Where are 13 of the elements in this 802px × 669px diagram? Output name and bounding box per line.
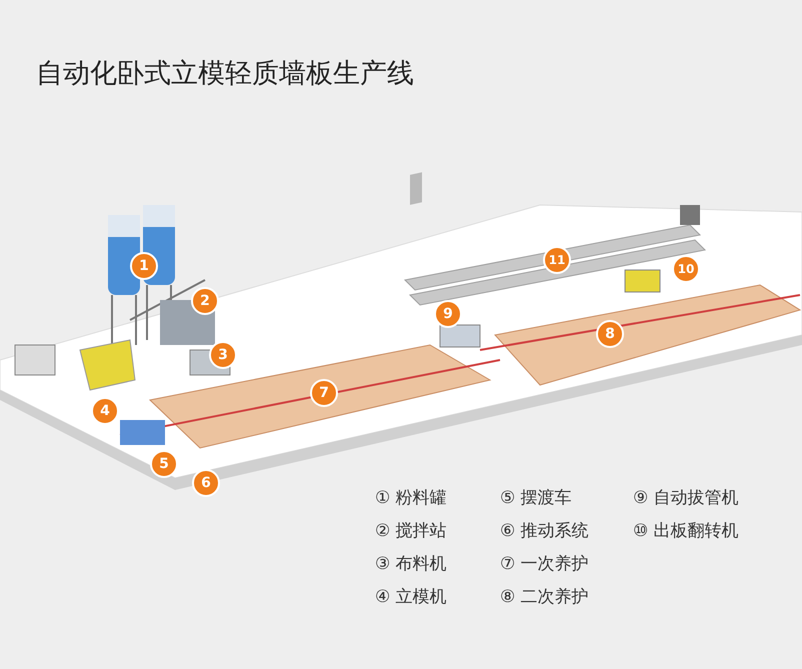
- key-item: ④ 立模机: [375, 586, 447, 608]
- key-item: ⑥ 推动系统: [500, 520, 589, 542]
- key-item: ⑨ 自动拔管机: [633, 487, 739, 509]
- key-item: ⑤ 摆渡车: [500, 487, 572, 509]
- key-item: ⑦ 一次养护: [500, 553, 589, 575]
- key-item: ⑩ 出板翻转机: [633, 520, 739, 542]
- key-item: ⑧ 二次养护: [500, 586, 589, 608]
- callout-number: 6: [192, 469, 220, 497]
- key-item: ③ 布料机: [375, 553, 447, 575]
- title: 自动化卧式立模轻质墙板生产线: [36, 57, 414, 91]
- key-item: ① 粉料罐: [375, 487, 447, 509]
- key-item: ② 搅拌站: [375, 520, 447, 542]
- callout-number: 2: [191, 287, 219, 315]
